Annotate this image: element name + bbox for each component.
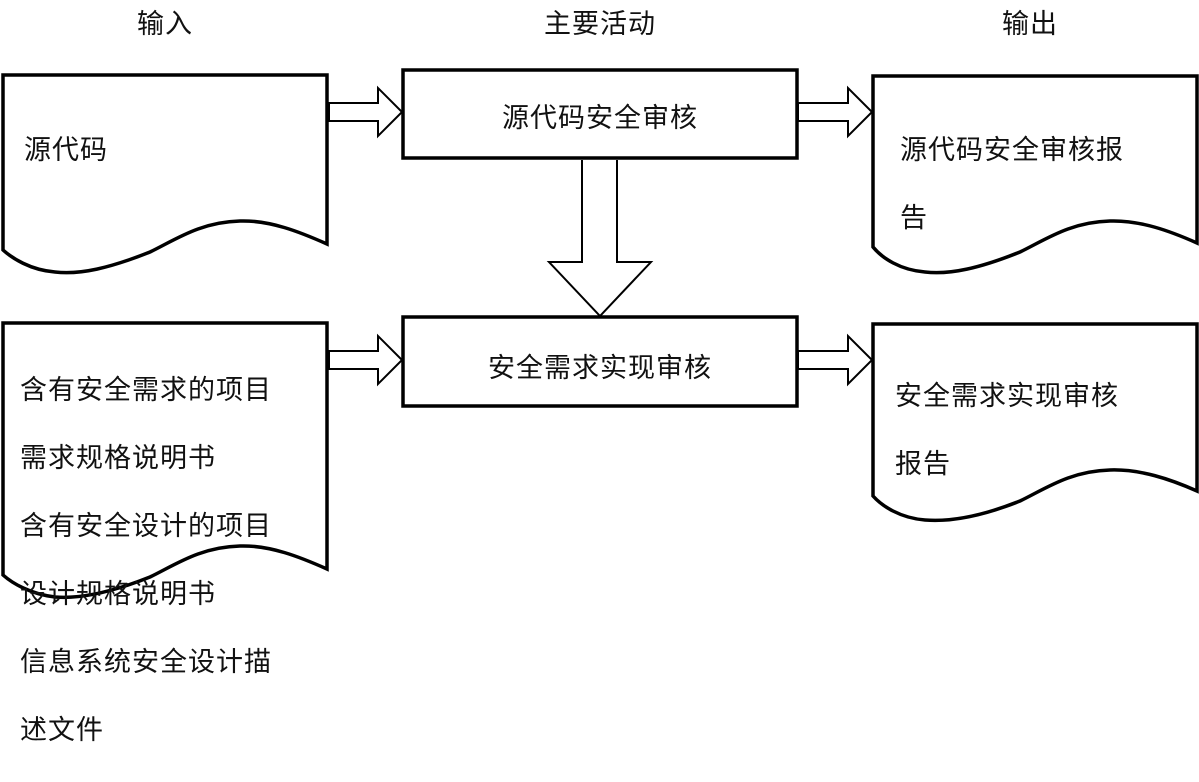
text-line: 含有安全设计的项目 bbox=[20, 511, 272, 542]
output-document-requirement-report bbox=[871, 322, 1199, 523]
process-label-requirement-audit: 安全需求实现审核 bbox=[488, 353, 712, 384]
text-line: 源代码 bbox=[24, 135, 108, 166]
output-document-source-code-report bbox=[871, 74, 1199, 275]
text-line: 设计规格说明书 bbox=[20, 579, 216, 610]
process-box-requirement-audit bbox=[401, 315, 799, 408]
process-label-source-code-audit: 源代码安全审核 bbox=[502, 103, 698, 134]
input-text-specs: 含有安全需求的项目 需求规格说明书 含有安全设计的项目 设计规格说明书 信息系统… bbox=[20, 340, 272, 782]
input-text-source-code: 源代码 bbox=[24, 100, 108, 202]
text-line: 含有安全需求的项目 bbox=[20, 375, 272, 406]
input-document-specs bbox=[1, 321, 329, 600]
arrow-right-req-audit-to-report bbox=[797, 333, 874, 387]
text-line: 报告 bbox=[895, 449, 951, 480]
input-document-source-code bbox=[1, 73, 329, 275]
text-line: 需求规格说明书 bbox=[20, 443, 216, 474]
arrow-down-audit-to-req-audit bbox=[546, 160, 654, 318]
output-text-source-code-report: 源代码安全审核报 告 bbox=[900, 100, 1124, 270]
text-line: 源代码安全审核报 bbox=[900, 135, 1124, 166]
arrow-right-specs-to-req-audit bbox=[328, 333, 404, 387]
column-header-input: 输入 bbox=[137, 9, 193, 40]
flow-diagram bbox=[1, 68, 1199, 600]
text-line: 告 bbox=[900, 203, 928, 234]
column-header-activity: 主要活动 bbox=[544, 9, 656, 40]
text-line: 安全需求实现审核 bbox=[895, 381, 1119, 412]
arrow-right-audit-to-report bbox=[797, 85, 874, 139]
arrow-right-input-to-audit bbox=[328, 85, 404, 139]
column-header-output: 输出 bbox=[1002, 9, 1058, 40]
process-box-source-code-audit bbox=[401, 68, 799, 160]
output-text-requirement-report: 安全需求实现审核 报告 bbox=[895, 346, 1119, 516]
text-line: 述文件 bbox=[20, 715, 104, 746]
text-line: 信息系统安全设计描 bbox=[20, 647, 272, 678]
